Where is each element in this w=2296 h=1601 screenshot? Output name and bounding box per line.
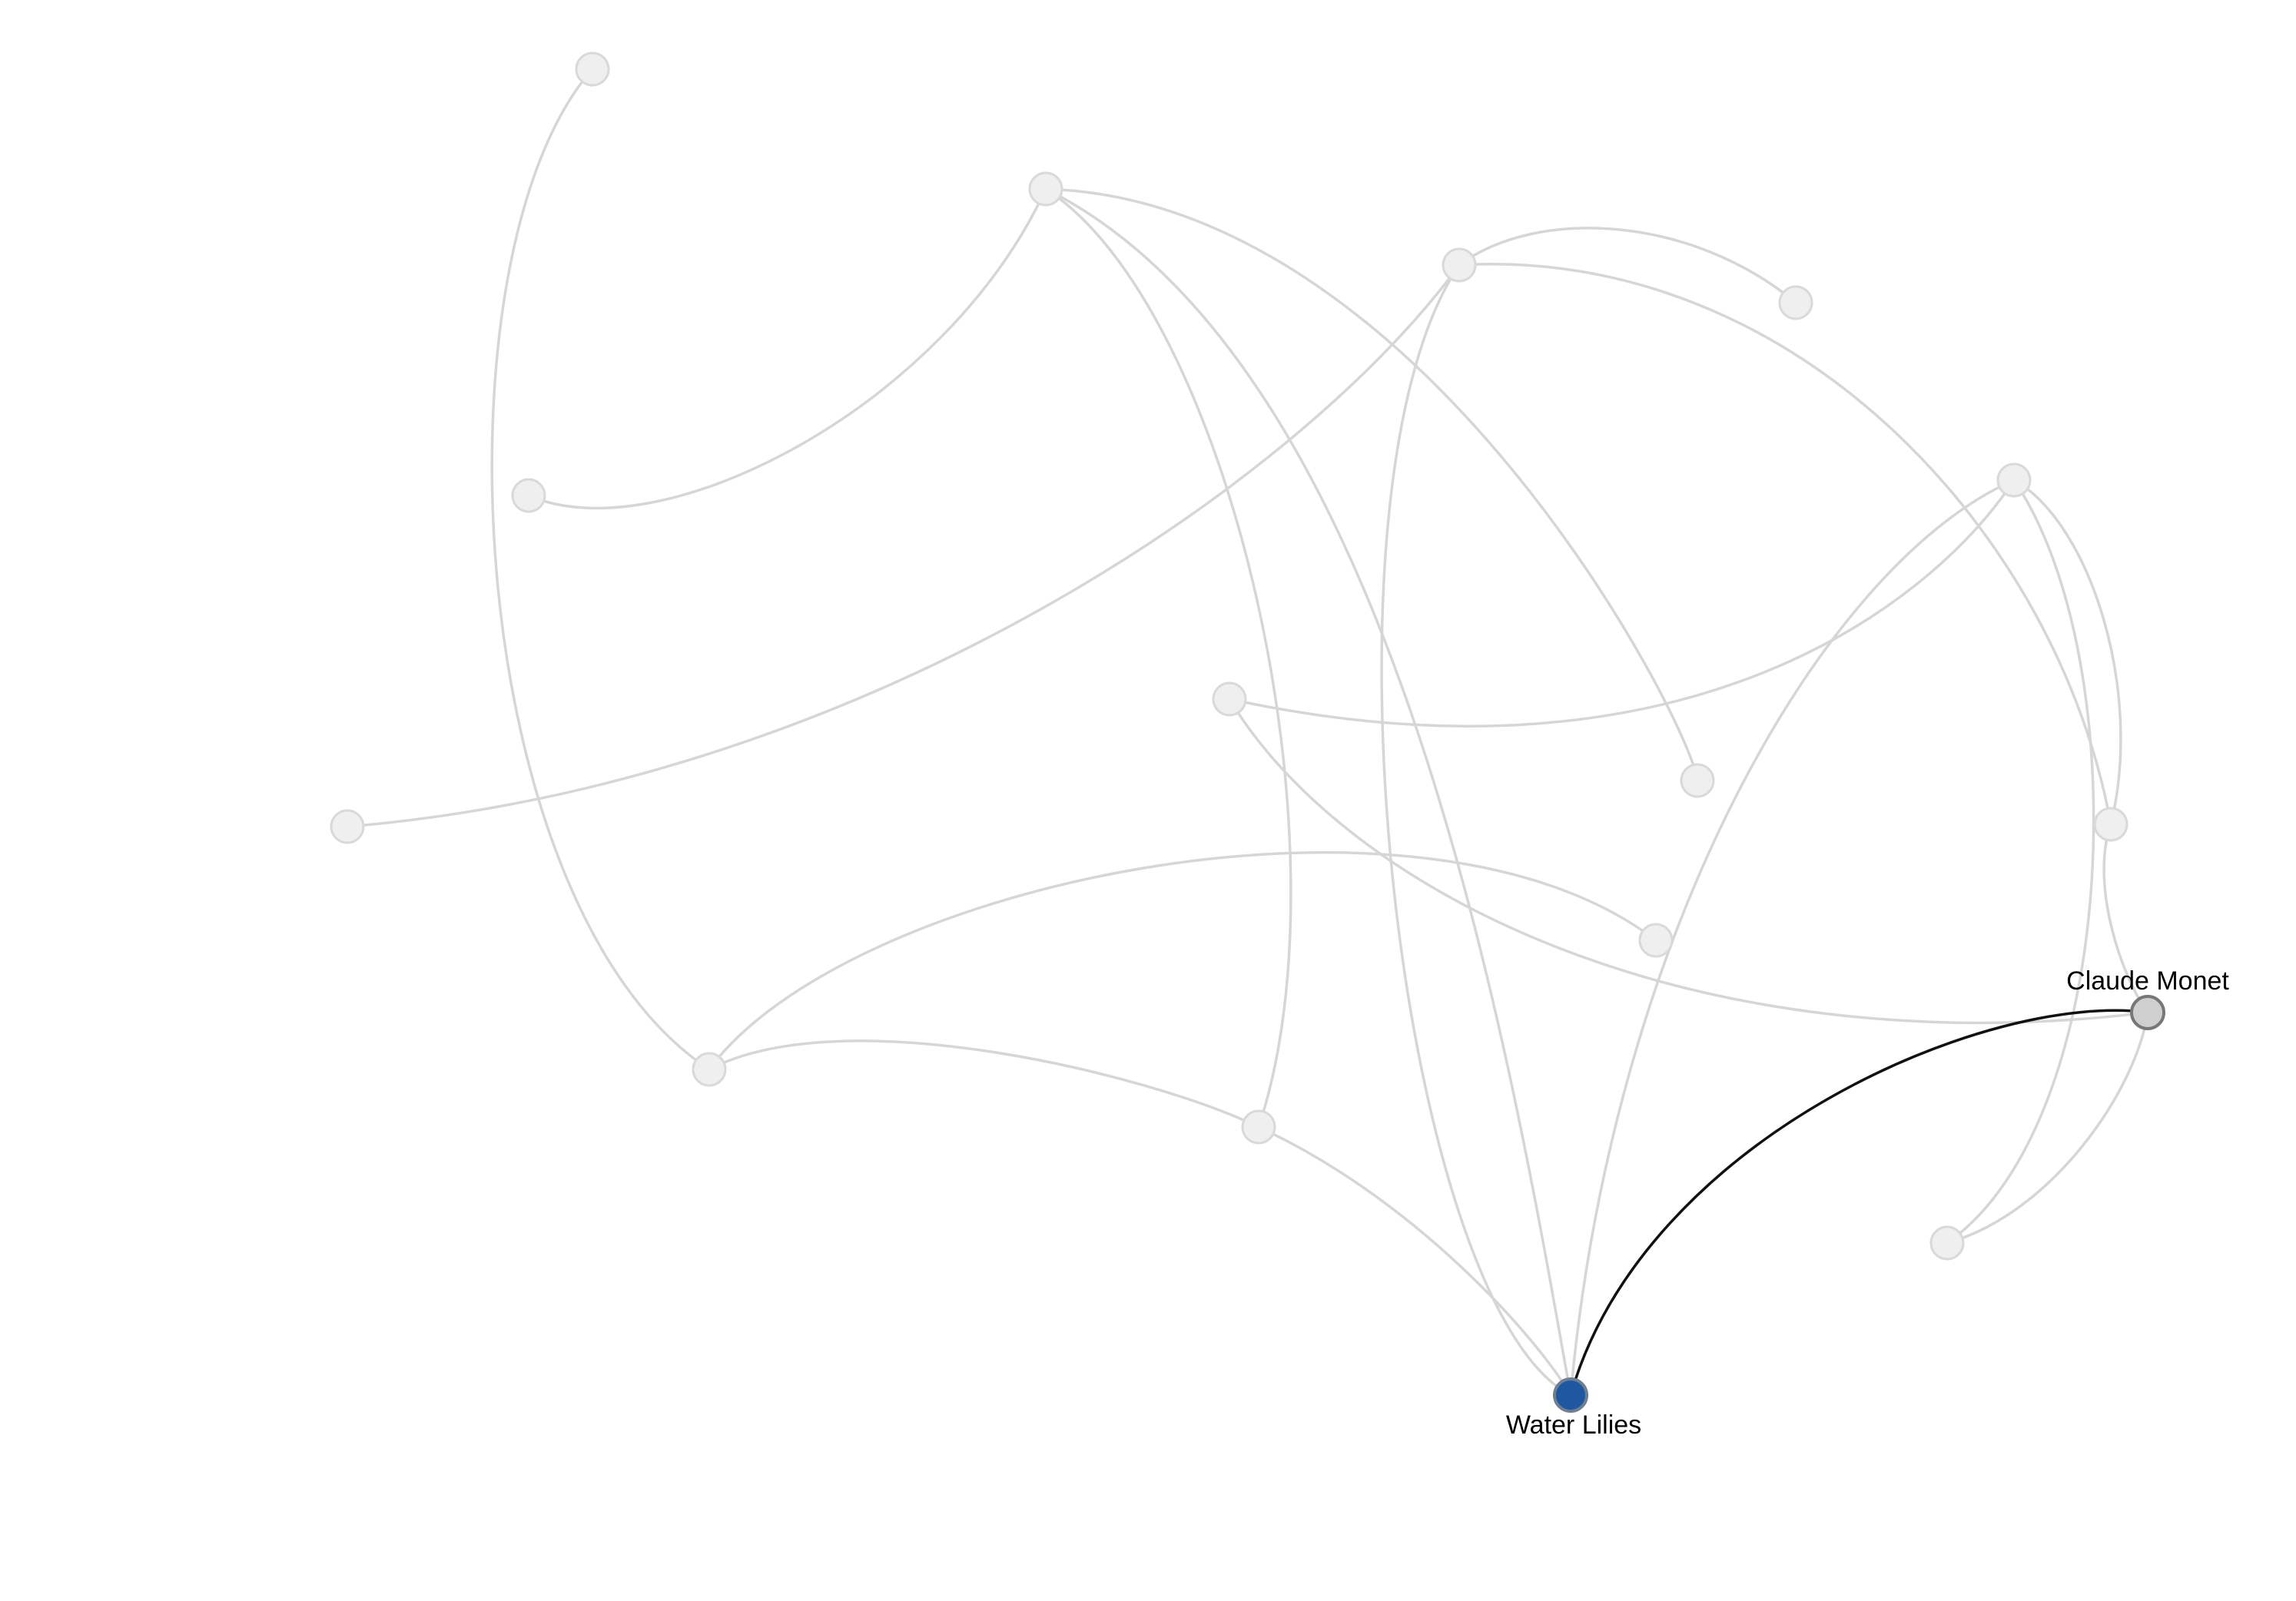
graph-node[interactable] <box>575 51 610 87</box>
graph-edge <box>1946 479 2095 1245</box>
graph-node[interactable] <box>1241 1109 1276 1145</box>
highlighted-edge <box>1569 1009 2148 1396</box>
graph-node[interactable] <box>692 1052 727 1087</box>
graph-edge <box>708 1039 1259 1129</box>
graph-edge <box>2102 824 2149 1014</box>
graph-node[interactable] <box>1929 1225 1965 1261</box>
water-lilies-node[interactable] <box>1553 1377 1588 1413</box>
graph-edge <box>1380 264 1571 1397</box>
graph-edge <box>708 851 1657 1071</box>
claude-monet-label: Claude Monet <box>2066 966 2229 996</box>
dimmed-nodes <box>330 51 2128 1261</box>
graph-edge <box>1946 1012 2149 1245</box>
graph-edge <box>1229 479 2016 728</box>
graph-node[interactable] <box>330 809 365 844</box>
graph-edge <box>347 264 1461 828</box>
graph-edge <box>1045 187 1699 781</box>
graph-edge <box>1458 263 2112 825</box>
graph-edge <box>1045 187 1292 1128</box>
graph-edge <box>1228 698 2148 1025</box>
graph-edge <box>2013 479 2122 825</box>
graph-edge <box>1258 1125 1572 1396</box>
graph-edge <box>1045 187 1572 1396</box>
water-lilies-label: Water Lilies <box>1506 1410 1641 1440</box>
graph-node[interactable] <box>1212 681 1247 717</box>
graph-node[interactable] <box>2093 807 2128 842</box>
graph-node[interactable] <box>1680 763 1715 798</box>
graph-node[interactable] <box>1028 171 1063 207</box>
graph-node[interactable] <box>511 478 546 513</box>
graph-node[interactable] <box>1638 923 1674 958</box>
claude-monet-node[interactable] <box>2130 995 2165 1030</box>
graph-node[interactable] <box>1996 462 2032 498</box>
graph-edge <box>1458 227 1797 304</box>
graph-edge <box>528 188 1047 510</box>
graph-edge <box>490 68 710 1071</box>
graph-node[interactable] <box>1778 285 1813 320</box>
graph-edge <box>1569 479 2015 1396</box>
dimmed-edges <box>347 68 2149 1397</box>
graph-node[interactable] <box>1442 247 1477 283</box>
